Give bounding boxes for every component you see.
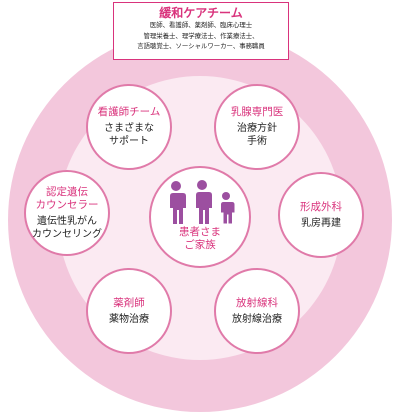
patient-family-node: 患者さま ご家族 <box>149 166 251 268</box>
radiology-node: 放射線科 放射線治療 <box>214 268 300 354</box>
family-label: ご家族 <box>184 239 216 251</box>
breast-specialist-desc-line2: 手術 <box>247 136 267 147</box>
family-icon <box>169 180 235 224</box>
nurse-team-desc-line1: さまざまな <box>104 123 154 134</box>
radiology-title: 放射線科 <box>236 296 278 309</box>
pharmacist-desc: 薬物治療 <box>109 313 149 325</box>
genetic-counselor-node: 認定遺伝 カウンセラー 遺伝性乳がん カウンセリング <box>24 170 110 256</box>
plastic-surgery-desc: 乳房再建 <box>301 217 341 229</box>
palliative-care-team-box: 緩和ケアチーム 医師、看護師、薬剤師、臨床心理士 管理栄養士、理学療法士、作業療… <box>113 2 289 60</box>
nurse-team-desc-line2: サポート <box>109 136 149 147</box>
plastic-surgery-title: 形成外科 <box>300 200 342 213</box>
pharmacist-title: 薬剤師 <box>113 296 145 309</box>
nurse-team-title: 看護師チーム <box>97 106 161 118</box>
breast-specialist-title: 乳腺専門医 <box>230 106 284 118</box>
genetic-counselor-title-line1: 認定遺伝 <box>46 185 88 198</box>
genetic-counselor-desc-line2: カウンセリング <box>32 228 102 240</box>
genetic-counselor-desc-line1: 遺伝性乳がん <box>37 215 97 227</box>
genetic-counselor-title-line2: カウンセラー <box>35 198 99 211</box>
breast-specialist-desc-line1: 治療方針 <box>237 123 277 134</box>
palliative-care-team-title: 緩和ケアチーム <box>159 6 243 20</box>
nurse-team-node: 看護師チーム さまざまな サポート <box>86 84 172 170</box>
radiology-desc: 放射線治療 <box>232 313 282 325</box>
breast-specialist-node: 乳腺専門医 治療方針 手術 <box>214 84 300 170</box>
plastic-surgery-node: 形成外科 乳房再建 <box>278 172 364 258</box>
patient-label: 患者さま <box>179 226 221 238</box>
care-team-members-line2: 管理栄養士、理学療法士、作業療法士、 <box>143 31 259 40</box>
care-team-members-line1: 医師、看護師、薬剤師、臨床心理士 <box>149 21 253 29</box>
care-team-members-line3: 言語聴覚士、ソーシャルワーカー、事務職員 <box>137 42 265 50</box>
pharmacist-node: 薬剤師 薬物治療 <box>86 268 172 354</box>
patient-family-label: 患者さま ご家族 <box>151 226 249 252</box>
